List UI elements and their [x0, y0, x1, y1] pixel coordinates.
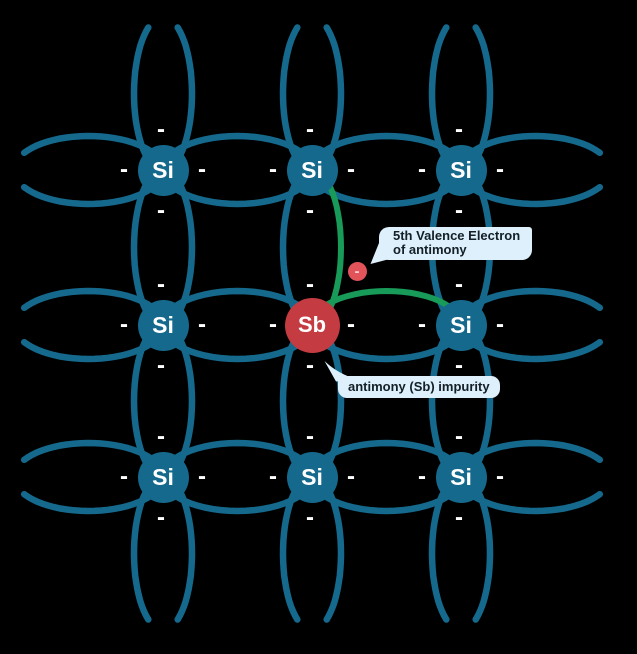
- atom-symbol: Si: [450, 463, 472, 490]
- valence-electron-minus: -: [455, 271, 463, 298]
- valence-electron-minus: -: [198, 463, 206, 490]
- valence-electron-minus: -: [157, 116, 165, 143]
- atom-symbol: Si: [450, 156, 472, 183]
- atom-si: Si: [435, 144, 487, 196]
- valence-electron-minus: -: [120, 311, 128, 338]
- callout-text-line: of antimony: [393, 242, 467, 257]
- valence-electron-minus: -: [269, 311, 277, 338]
- valence-electron-minus: -: [455, 504, 463, 531]
- valence-electron-minus: -: [157, 197, 165, 224]
- atom-si: Si: [286, 144, 338, 196]
- valence-electron-minus: -: [418, 463, 426, 490]
- valence-electron-minus: -: [455, 197, 463, 224]
- valence-electron-minus: -: [269, 463, 277, 490]
- valence-electron-minus: -: [306, 116, 314, 143]
- valence-electron-minus: -: [496, 156, 504, 183]
- valence-electron-minus: -: [455, 116, 463, 143]
- valence-electron-minus: -: [418, 156, 426, 183]
- callout-fifth-valence-electron: 5th Valence Electron of antimony: [379, 227, 533, 260]
- atom-symbol: Si: [301, 463, 323, 490]
- valence-electron-minus: -: [306, 352, 314, 379]
- atom-si: Si: [137, 451, 189, 503]
- valence-electron-minus: -: [347, 463, 355, 490]
- callout-text-line: antimony (Sb) impurity: [348, 379, 490, 394]
- fifth-electron-minus: -: [354, 262, 360, 280]
- callout-text-line: 5th Valence Electron: [393, 228, 521, 243]
- atom-symbol: Si: [152, 463, 174, 490]
- valence-electron-minus: -: [306, 423, 314, 450]
- atom-symbol: Si: [450, 311, 472, 338]
- valence-electron-minus: -: [306, 197, 314, 224]
- valence-electron-minus: -: [455, 352, 463, 379]
- atom-si: Si: [286, 451, 338, 503]
- valence-electron-minus: -: [455, 423, 463, 450]
- fifth-valence-electron: -: [347, 261, 367, 281]
- atom-si: Si: [435, 299, 487, 351]
- valence-electron-minus: -: [120, 463, 128, 490]
- valence-electron-minus: -: [157, 352, 165, 379]
- valence-electron-minus: -: [198, 156, 206, 183]
- valence-electron-minus: -: [496, 311, 504, 338]
- valence-electron-minus: -: [157, 423, 165, 450]
- atom-si: Si: [137, 144, 189, 196]
- valence-electron-minus: -: [198, 311, 206, 338]
- valence-electron-minus: -: [418, 311, 426, 338]
- callout-antimony-impurity: antimony (Sb) impurity: [338, 376, 500, 398]
- atom-symbol: Si: [152, 311, 174, 338]
- atom-symbol: Si: [152, 156, 174, 183]
- valence-electron-minus: -: [269, 156, 277, 183]
- valence-electron-minus: -: [157, 271, 165, 298]
- valence-electron-minus: -: [306, 504, 314, 531]
- atom-si: Si: [435, 451, 487, 503]
- valence-electron-minus: -: [306, 271, 314, 298]
- atom-symbol: Si: [301, 156, 323, 183]
- valence-electron-minus: -: [347, 311, 355, 338]
- valence-electron-minus: -: [120, 156, 128, 183]
- atom-si: Si: [137, 299, 189, 351]
- valence-electron-minus: -: [157, 504, 165, 531]
- valence-electron-minus: -: [347, 156, 355, 183]
- valence-electron-minus: -: [496, 463, 504, 490]
- atom-sb-impurity: Sb: [284, 297, 340, 353]
- atom-symbol: Sb: [297, 312, 327, 337]
